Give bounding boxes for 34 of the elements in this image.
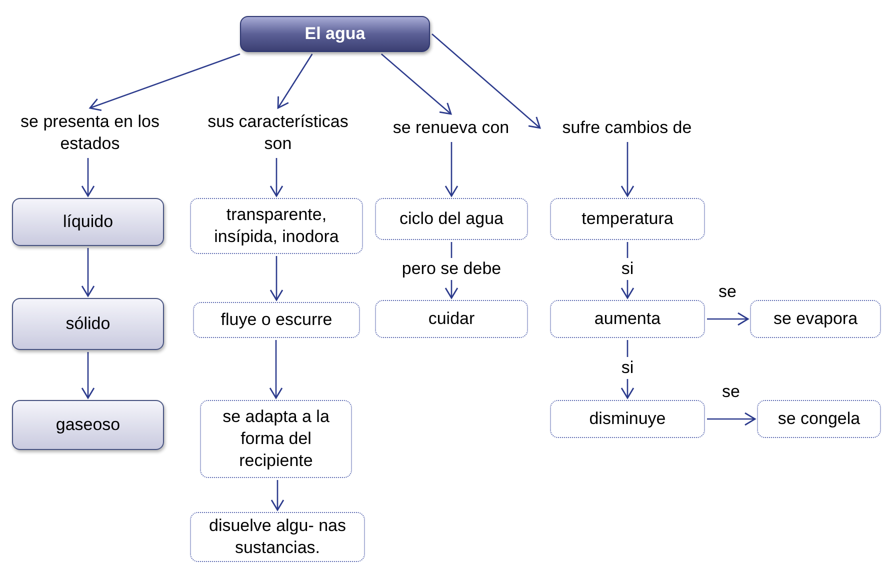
arrow xyxy=(620,142,634,197)
arrow xyxy=(707,412,756,426)
arrow xyxy=(270,256,284,301)
state-box: gaseoso xyxy=(12,400,164,450)
concept-box: fluye o escurre xyxy=(193,302,360,338)
state-box: sólido xyxy=(12,298,164,350)
arrow xyxy=(432,34,541,129)
arrow xyxy=(81,248,95,297)
linking-phrase: se presenta en los estados xyxy=(12,110,168,156)
arrow xyxy=(81,352,95,399)
concept-box: disminuye xyxy=(550,400,705,438)
concept-box: transparente, insípida, inodora xyxy=(190,198,363,254)
concept-box: se evapora xyxy=(750,300,881,338)
title-box: El agua xyxy=(240,16,430,52)
arrow xyxy=(277,54,313,109)
arrow xyxy=(380,54,452,115)
arrow xyxy=(707,312,749,326)
linking-phrase: sufre cambios de xyxy=(542,116,712,140)
concept-box: disuelve algu- nas sustancias. xyxy=(190,512,365,562)
linking-phrase: sus características son xyxy=(188,110,368,156)
concept-box: ciclo del agua xyxy=(375,198,528,240)
linking-phrase: se renueva con xyxy=(372,116,530,140)
concept-box: se congela xyxy=(757,400,881,438)
concept-box: se adapta a la forma del recipiente xyxy=(200,400,352,478)
state-box: líquido xyxy=(12,198,164,246)
concept-box: temperatura xyxy=(550,198,705,240)
concept-box: aumenta xyxy=(550,300,705,338)
arrow xyxy=(270,158,284,197)
arrow xyxy=(89,53,240,111)
arrow xyxy=(270,480,284,511)
arrow xyxy=(444,142,458,197)
arrow xyxy=(269,340,283,399)
arrow xyxy=(81,158,95,197)
concept-box: cuidar xyxy=(375,300,528,338)
